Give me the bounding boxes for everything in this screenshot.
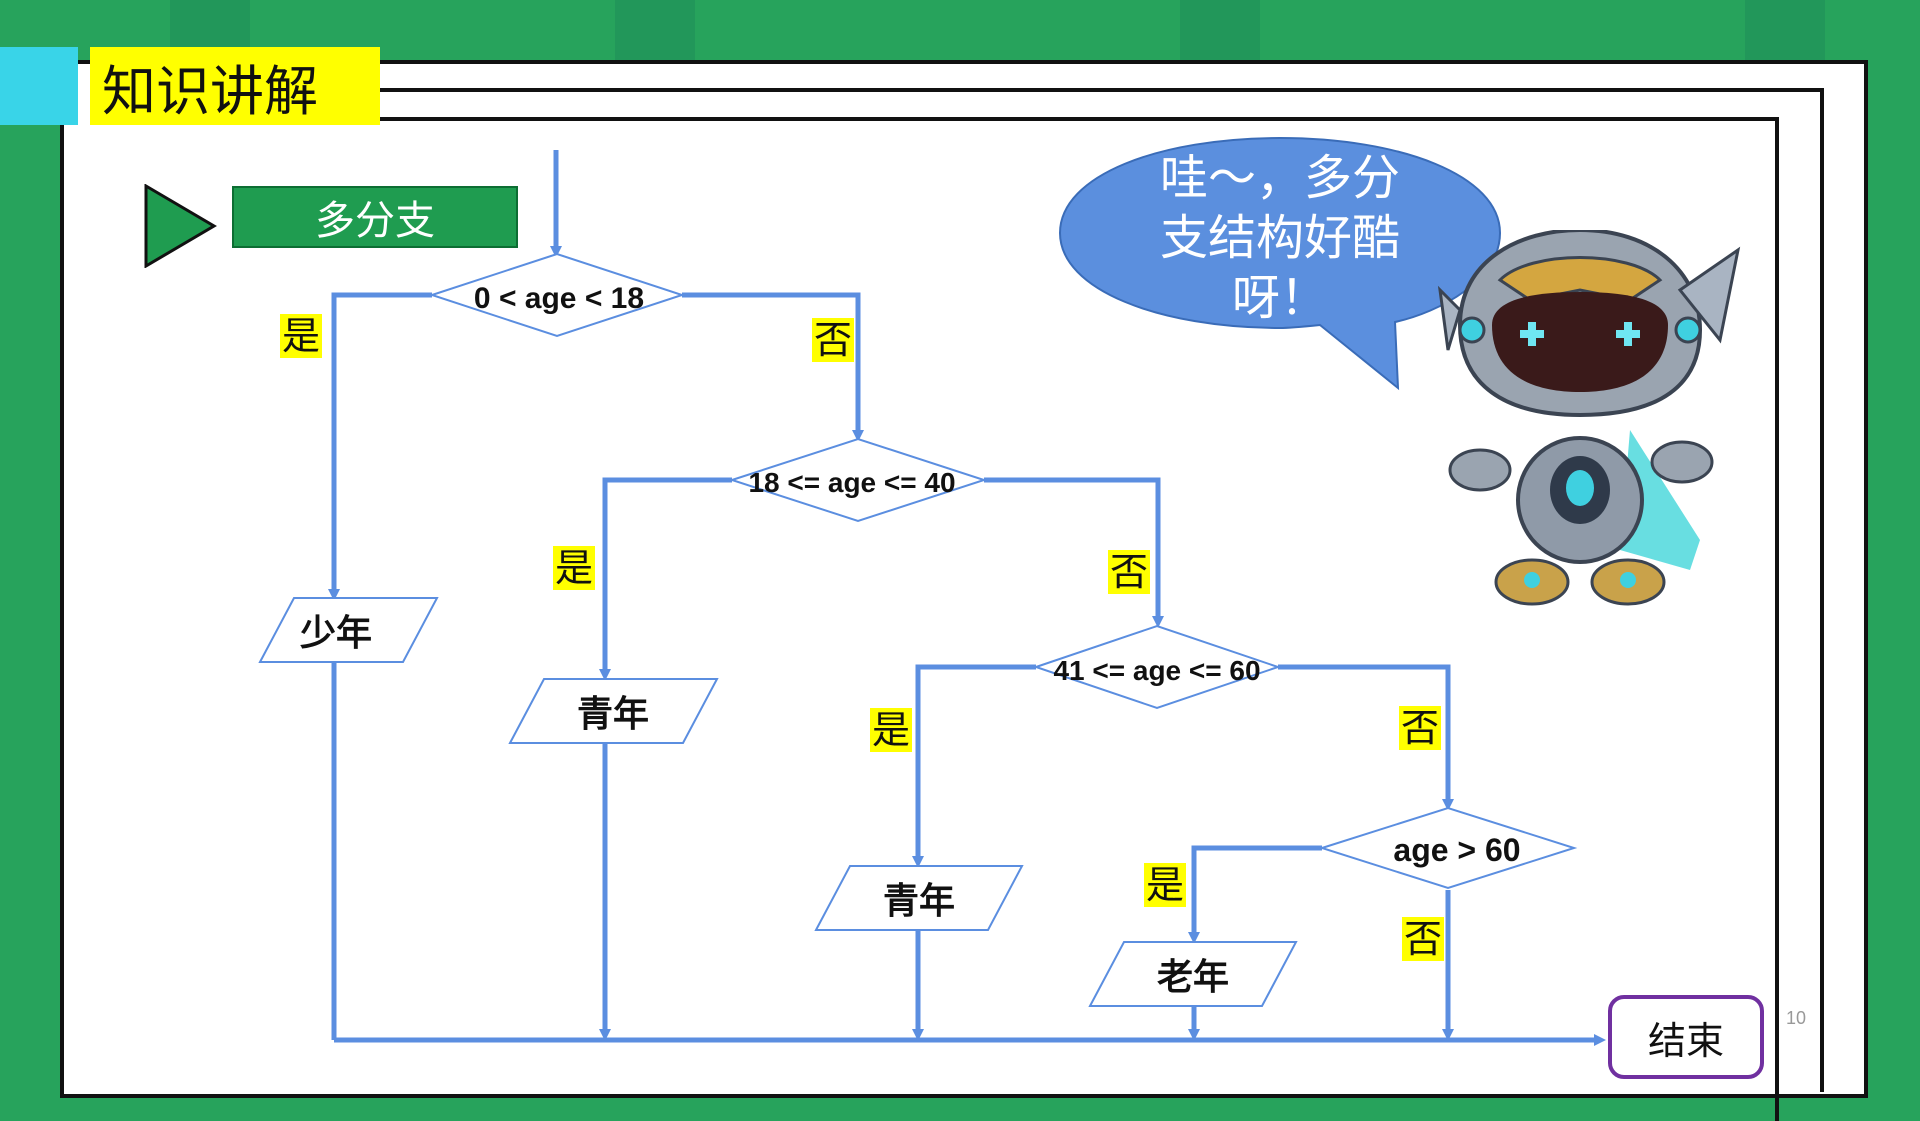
section-label-text: 多分支 <box>315 198 435 244</box>
flowchart: 0 < age < 18 18 <= age <= 40 41 <= age <… <box>258 136 1606 1046</box>
page-title: 知识讲解 <box>102 59 318 123</box>
output-4-shape <box>1088 941 1298 1007</box>
decision-2-label: 18 <= age <= 40 <box>748 467 955 498</box>
d2-yes-line <box>599 477 732 681</box>
end-label: 结束 <box>1647 1018 1724 1063</box>
output-4-label: 老年 <box>1157 957 1229 998</box>
d3-yes-line <box>912 664 1036 868</box>
frame-decoration <box>380 88 1824 1092</box>
no-label-3: 否 <box>1399 706 1442 750</box>
yes-label-4: 是 <box>1144 863 1187 907</box>
no-label-4: 否 <box>1402 917 1445 961</box>
end-terminal: 结束 <box>1608 995 1764 1079</box>
yes-label-2: 是 <box>553 546 596 590</box>
bubble-line-1: 哇～，多分 <box>1159 150 1400 206</box>
speech-bubble-text: 哇～，多分 支结构好酷 呀！ <box>1110 148 1450 328</box>
yes-label-3: 是 <box>870 708 913 752</box>
output-2-label: 青年 <box>577 694 649 735</box>
output-3-shape <box>814 865 1024 931</box>
d1-no-line <box>682 292 864 442</box>
decision-1-label: 0 < age < 18 <box>474 282 644 315</box>
bubble-line-2: 支结构好酷 <box>1159 210 1400 266</box>
frame-decoration <box>380 117 1779 1121</box>
decision-3-shape <box>1032 624 1282 710</box>
robot-mascot-icon <box>1437 230 1741 606</box>
d3-no-line <box>1278 664 1454 811</box>
decision-4-label: age > 60 <box>1393 832 1520 868</box>
decision-3-label: 41 <= age <= 60 <box>1053 655 1260 686</box>
section-label: 多分支 <box>232 186 518 248</box>
output-3-label: 青年 <box>883 881 955 922</box>
d2-no-line <box>984 477 1164 628</box>
output-1-shape <box>258 597 439 663</box>
yes-label-1: 是 <box>280 314 323 358</box>
decision-4-shape <box>1318 806 1578 890</box>
play-triangle-icon <box>144 184 217 268</box>
no-label-2: 否 <box>1108 550 1151 594</box>
d1-yes-line <box>328 292 432 601</box>
no-label-1: 否 <box>812 318 855 362</box>
output-2-shape <box>508 678 719 744</box>
accent-block <box>0 47 78 125</box>
page-number: 10 <box>1786 1008 1807 1028</box>
bubble-line-3: 呀！ <box>1231 270 1328 326</box>
d4-yes-line <box>1188 845 1322 944</box>
output-1-label: 少年 <box>300 613 372 654</box>
decision-2-shape <box>728 437 988 523</box>
decision-1-shape <box>428 252 686 338</box>
title-banner: 知识讲解 <box>90 47 380 125</box>
